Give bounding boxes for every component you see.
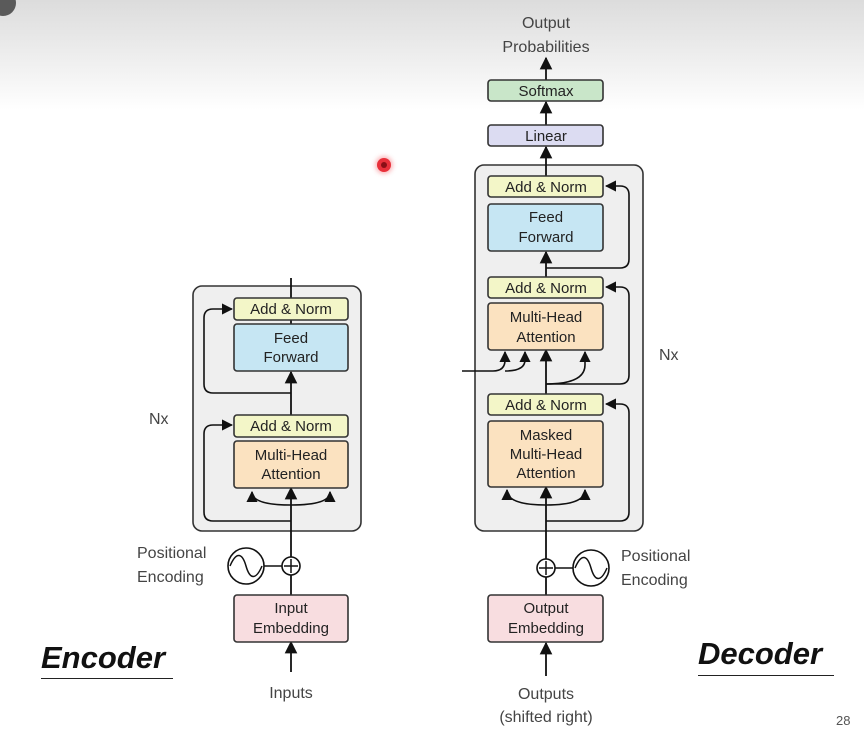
encoder-feed-forward-label-2: Forward bbox=[263, 349, 318, 366]
decoder-masked-label-2: Multi-Head bbox=[510, 446, 583, 463]
input-embedding bbox=[233, 594, 349, 643]
decoder-multi-head-attention bbox=[487, 302, 604, 351]
decoder-add-norm-3 bbox=[487, 393, 604, 416]
decoder-feed-forward-label-2: Forward bbox=[518, 229, 573, 246]
laser-pointer bbox=[377, 158, 391, 172]
decoder-feed-forward-label-1: Feed bbox=[529, 209, 563, 226]
encoder-add-norm-bottom bbox=[233, 414, 349, 438]
decoder-title-underline bbox=[698, 675, 834, 676]
encoder-attention-label-1: Multi-Head bbox=[255, 447, 328, 464]
encoder-add-norm-bottom-label: Add & Norm bbox=[250, 418, 332, 435]
window-corner-button[interactable] bbox=[0, 0, 16, 16]
decoder-attention-label-2: Attention bbox=[516, 329, 575, 346]
softmax-label: Softmax bbox=[518, 83, 574, 100]
output-probabilities-label-1: Output bbox=[522, 15, 571, 32]
decoder-masked-label-1: Masked bbox=[520, 427, 573, 444]
input-embedding-label-2: Embedding bbox=[253, 620, 329, 637]
encoder-feed-forward-label-1: Feed bbox=[274, 330, 308, 347]
outputs-label-2: (shifted right) bbox=[499, 709, 592, 726]
encoder-title-underline bbox=[41, 678, 173, 679]
decoder-add-norm-2 bbox=[487, 276, 604, 299]
decoder-add-norm-1-label: Add & Norm bbox=[505, 179, 587, 196]
inputs-label: Inputs bbox=[269, 685, 313, 702]
decoder-nx-label: Nx bbox=[659, 347, 679, 364]
top-shade bbox=[0, 0, 864, 110]
decoder-feed-forward bbox=[487, 203, 604, 252]
linear-label: Linear bbox=[525, 128, 567, 145]
decoder-positional-label-2: Encoding bbox=[621, 572, 688, 589]
decoder-add-norm-3-label: Add & Norm bbox=[505, 397, 587, 414]
encoder-title: Encoder bbox=[41, 640, 166, 675]
decoder-positional-label-1: Positional bbox=[621, 548, 690, 565]
decoder-add-norm-1 bbox=[487, 175, 604, 198]
encoder-add-norm-top bbox=[233, 297, 349, 321]
output-probabilities-label-2: Probabilities bbox=[502, 39, 589, 56]
linear-box bbox=[487, 124, 604, 147]
encoder-multi-head-attention bbox=[233, 440, 349, 489]
encoder-add-norm-top-label: Add & Norm bbox=[250, 301, 332, 318]
output-embedding-label-1: Output bbox=[523, 600, 569, 617]
decoder-masked-attention bbox=[487, 420, 604, 488]
decoder-masked-label-3: Attention bbox=[516, 465, 575, 482]
decoder-add-norm-2-label: Add & Norm bbox=[505, 280, 587, 297]
encoder-positional-label-2: Encoding bbox=[137, 569, 204, 586]
encoder-positional-label-1: Positional bbox=[137, 545, 206, 562]
encoder-feed-forward bbox=[233, 323, 349, 372]
output-embedding bbox=[487, 594, 604, 643]
encoder-stack bbox=[192, 285, 362, 532]
encoder-nx-label: Nx bbox=[149, 411, 169, 428]
softmax-box bbox=[487, 79, 604, 102]
decoder-title: Decoder bbox=[698, 636, 823, 671]
page-number: 28 bbox=[836, 713, 851, 728]
encoder-attention-label-2: Attention bbox=[261, 466, 320, 483]
output-embedding-label-2: Embedding bbox=[508, 620, 584, 637]
decoder-attention-label-1: Multi-Head bbox=[510, 309, 583, 326]
outputs-label-1: Outputs bbox=[518, 686, 574, 703]
input-embedding-label-1: Input bbox=[274, 600, 308, 617]
